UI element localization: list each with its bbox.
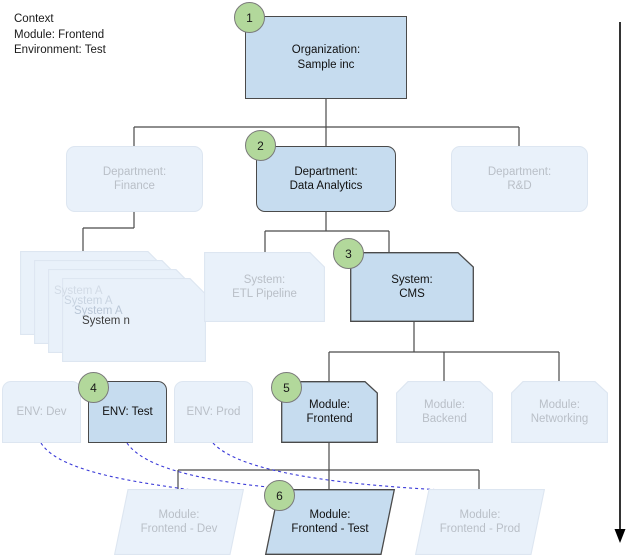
module-networking-shape — [511, 381, 608, 443]
node-module-frontend-label: Module: Frontend — [306, 398, 353, 426]
node-module-frontend[interactable]: Module: Frontend — [281, 381, 378, 443]
node-department-data-analytics[interactable]: Department: Data Analytics — [256, 146, 396, 212]
node-system-etl-pipeline[interactable]: System: ETL Pipeline — [204, 252, 325, 322]
stack-card-4 — [62, 278, 206, 362]
badge-system-cms: 3 — [333, 238, 364, 269]
node-module-networking[interactable]: Module: Networking — [511, 381, 608, 443]
node-department-finance-label: Department: Finance — [102, 165, 167, 193]
node-department-data-analytics-label: Department: Data Analytics — [289, 165, 363, 193]
node-module-backend-label: Module: Backend — [422, 398, 467, 426]
system-etl-shape — [204, 252, 325, 322]
stack-card-3-label: System A — [74, 305, 123, 317]
stack-card-2-label: System A — [64, 295, 113, 307]
node-module-frontend-dev-label: Module: Frontend - Dev — [140, 508, 218, 536]
badge-department-data-analytics: 2 — [245, 130, 276, 161]
node-department-rnd[interactable]: Department: R&D — [451, 146, 588, 212]
module-backend-shape — [396, 381, 493, 443]
node-env-dev-label: ENV: Dev — [16, 405, 67, 418]
node-env-prod[interactable]: ENV: Prod — [174, 381, 253, 443]
badge-organization: 1 — [234, 2, 265, 33]
badge-module-frontend: 5 — [271, 372, 302, 403]
node-module-frontend-test[interactable]: Module: Frontend - Test — [264, 489, 396, 555]
node-system-cms-label: System: CMS — [391, 273, 433, 301]
node-system-etl-pipeline-label: System: ETL Pipeline — [232, 273, 297, 301]
module-frontend-dev-shape — [113, 489, 245, 555]
node-department-rnd-label: Department: R&D — [487, 165, 552, 193]
node-module-frontend-prod-label: Module: Frontend - Prod — [439, 508, 521, 536]
stack-card-4-label: System n — [82, 315, 130, 327]
module-frontend-test-shape — [264, 489, 396, 555]
node-env-test-label: ENV: Test — [102, 405, 153, 418]
stack-card-1-label: System A — [54, 285, 103, 297]
node-department-finance[interactable]: Department: Finance — [66, 146, 203, 212]
node-organization-label: Organization: Sample inc — [291, 44, 361, 71]
context-block: Context Module: Frontend Environment: Te… — [14, 13, 106, 56]
node-system-stack[interactable]: System A System A System A System n — [20, 251, 206, 362]
flow-arrow — [614, 22, 626, 543]
system-cms-shape — [350, 252, 474, 322]
module-frontend-prod-shape — [414, 489, 546, 555]
badge-module-frontend-test: 6 — [264, 480, 295, 511]
node-module-networking-label: Module: Networking — [530, 398, 589, 426]
node-system-cms[interactable]: System: CMS — [350, 252, 474, 322]
node-module-frontend-prod[interactable]: Module: Frontend - Prod — [414, 489, 546, 555]
node-organization[interactable]: Organization: Sample inc — [245, 16, 407, 99]
node-env-dev[interactable]: ENV: Dev — [2, 381, 81, 443]
node-module-frontend-test-label: Module: Frontend - Test — [291, 508, 369, 536]
node-module-backend[interactable]: Module: Backend — [396, 381, 493, 443]
node-module-frontend-dev[interactable]: Module: Frontend - Dev — [113, 489, 245, 555]
node-env-prod-label: ENV: Prod — [186, 405, 241, 418]
badge-env-test: 4 — [78, 372, 109, 403]
